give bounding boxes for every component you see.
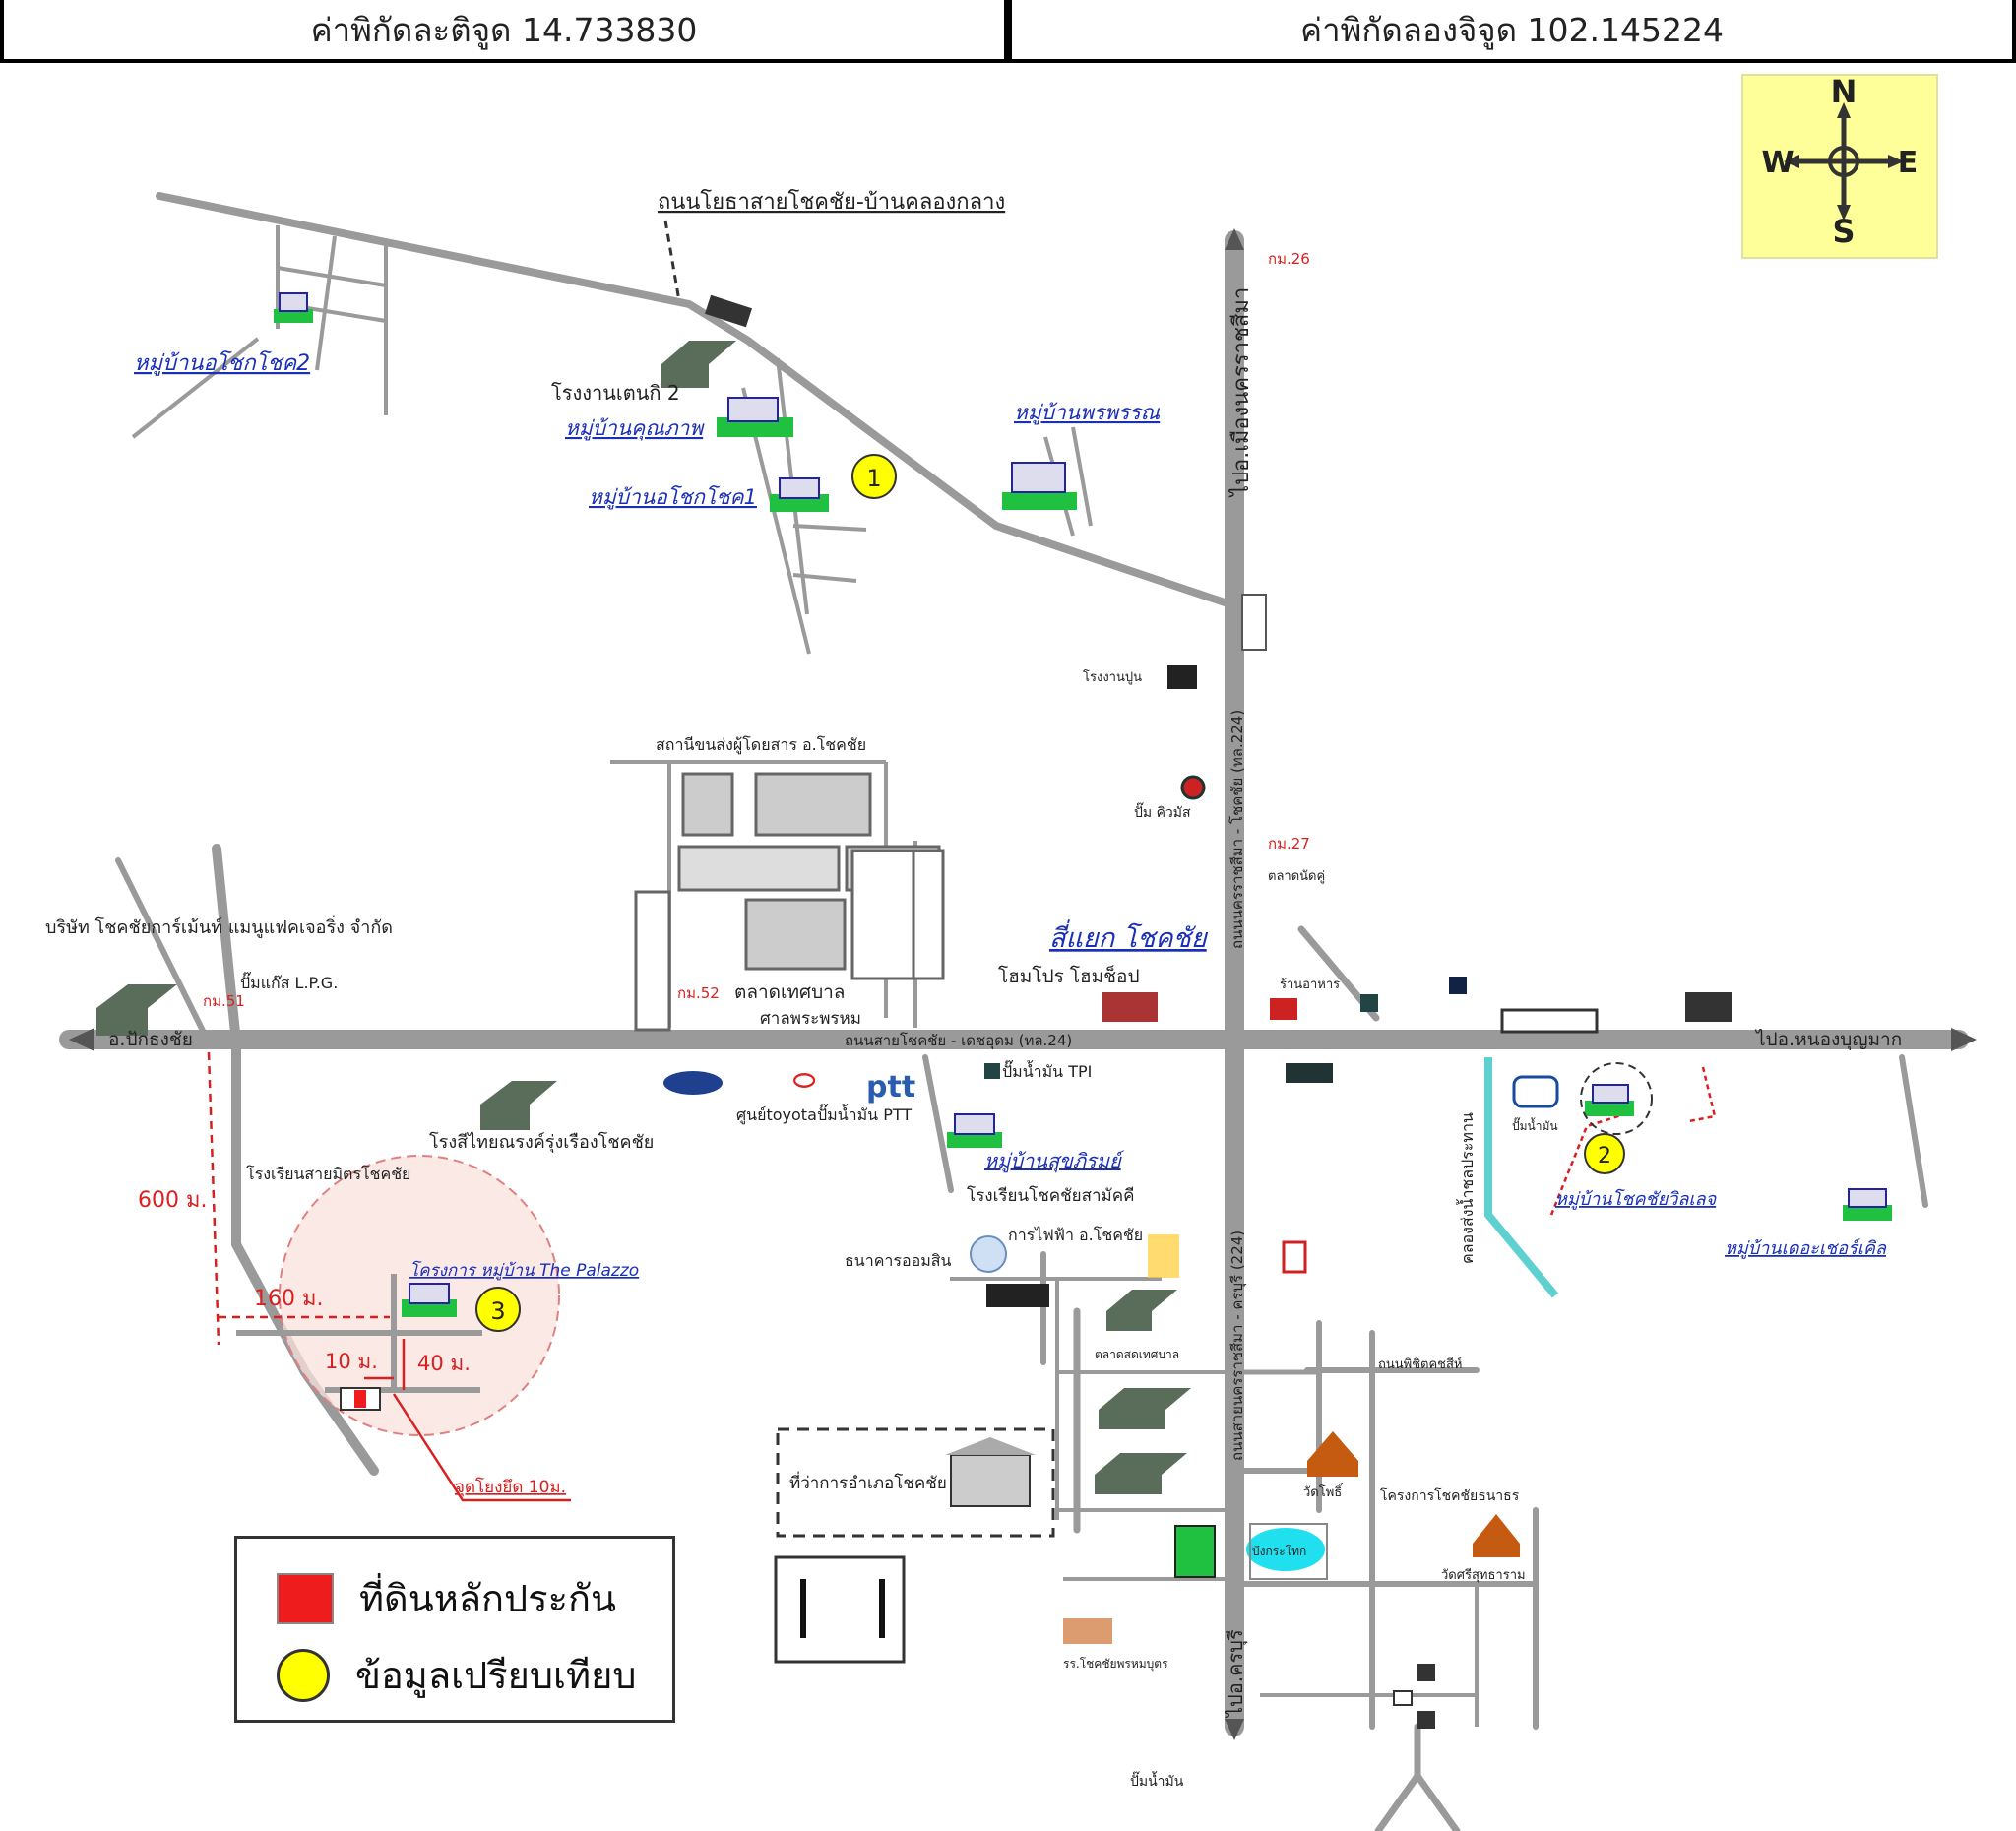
village-khunaphap-label[interactable]: หมู่บ้านคุณภาพ — [565, 416, 705, 441]
bus-station-label: สถานีขนส่งผู้โดยสาร อ.โชคชัย — [656, 735, 866, 755]
intersection-label[interactable]: สี่แยก โชคชัย — [1049, 919, 1209, 954]
road-symbol-box — [774, 1555, 906, 1664]
canal-label: คลองส่งน้ำชลประทาน — [1456, 1112, 1477, 1264]
cement-factory-label: โรงงานปูน — [1083, 669, 1142, 685]
homepro-label: โฮมโปร โฮมช็อป — [998, 964, 1140, 987]
gas-station2-label: ปั๊มน้ำมัน — [1130, 1771, 1184, 1790]
latitude-label: ค่าพิกัดละติจูด 14.733830 — [0, 0, 1008, 59]
compass-s: S — [1832, 213, 1855, 250]
market2-label: ตลาดสดเทศบาล — [1095, 1348, 1179, 1361]
svg-text:⬭: ⬭ — [793, 1066, 816, 1096]
village-house-icons — [274, 292, 1892, 1317]
measure-600-label: 600 ม. — [138, 1188, 207, 1213]
temple-pho-label: วัดโพธิ์ — [1303, 1483, 1344, 1500]
km52-label: กม.52 — [677, 984, 720, 1002]
compass-e: E — [1898, 146, 1919, 180]
to-nongbun-label: ไปอ.หนองบุญมาก — [1754, 1029, 1902, 1051]
market-new-label: ตลาดนัดคู่ — [1268, 869, 1325, 884]
compass-rose: N S W E — [1741, 73, 1938, 259]
village-chokchaivilla-label[interactable]: หมู่บ้านโชคชัยวิลเลจ — [1555, 1188, 1718, 1210]
gas-shop-label: ร้านอาหาร — [1280, 978, 1340, 992]
measure-40-label: 40 ม. — [417, 1352, 471, 1375]
comparison-marker-3[interactable]: 3 — [475, 1287, 521, 1332]
svg-text:2: 2 — [1598, 1144, 1611, 1168]
soi-10-label: จุดโยงยึด 10ม. — [455, 1477, 566, 1497]
comparison-swatch — [277, 1648, 330, 1702]
longitude-label: ค่าพิกัดลองจิจูด 102.145224 — [1008, 0, 2016, 59]
misc-icons: ⬭ ptt — [663, 294, 1732, 1729]
highway224-label: ถนนนครราชสีมา - โชคชัย (ทล.224) — [1228, 710, 1246, 949]
to-pakthongchai-label: อ.ปักธงชัย — [108, 1029, 193, 1050]
svg-text:1: 1 — [866, 465, 881, 492]
factory-icons — [96, 341, 1191, 1494]
comparison-marker-1[interactable]: 1 — [851, 454, 897, 499]
svg-text:ptt: ptt — [866, 1070, 915, 1105]
pond-label: บึงกระโทก — [1252, 1545, 1306, 1558]
measure-160-label: 160 ม. — [254, 1287, 323, 1311]
palazzo-label[interactable]: โครงการ หมู่บ้าน The Palazzo — [410, 1260, 639, 1281]
gas-lpg-label: ปั๊มแก๊ส L.P.G. — [240, 972, 338, 992]
road-arrows — [69, 228, 1977, 1740]
village-chokchai1-label[interactable]: หมู่บ้านอโชกโชค1 — [589, 485, 757, 510]
canal-line — [1484, 1057, 1559, 1298]
km51-label: กม.51 — [203, 992, 245, 1010]
company-label: บริษัท โชคชัยการ์เม้นท์ แมนูแฟคเจอริ่ง จ… — [45, 915, 393, 938]
school-mitr-label: โรงเรียนสายมิตรโชคชัย — [246, 1165, 410, 1183]
legend-collateral-label: ที่ดินหลักประกัน — [359, 1577, 616, 1620]
market-municipal-label: ตลาดเทศบาล — [734, 981, 845, 1003]
measure-10-label: 10 ม. — [325, 1350, 378, 1373]
village-cherry-label[interactable]: หมู่บ้านเดอะเชอร์เคิล — [1725, 1238, 1887, 1259]
bank-label: ธนาคารออมสิน — [845, 1251, 952, 1270]
ptt-station-label: ปั๊มน้ำมัน PTT — [817, 1104, 912, 1124]
comparison-marker-2[interactable]: 2 — [1584, 1133, 1625, 1174]
tpi-station-label: ปั๊มน้ำมัน TPI — [1002, 1060, 1092, 1081]
collateral-plot — [340, 1387, 381, 1411]
legend-comparison-label: ข้อมูลเปรียบเทียบ — [355, 1654, 637, 1697]
coordinate-bar: ค่าพิกัดละติจูด 14.733830 ค่าพิกัดลองจิจ… — [0, 0, 2016, 63]
legend-comparison: ข้อมูลเปรียบเทียบ — [277, 1645, 636, 1705]
main-roads — [59, 192, 1969, 1831]
to-nakhon-label: ไปอ.เมืองนครราชสีมา — [1228, 287, 1254, 498]
north-road-label: ถนนโยธาสายโชคชัย-บ้านคลองกลาง — [658, 189, 1005, 215]
svg-text:3: 3 — [490, 1297, 505, 1325]
toyota-center-label: ศูนย์toyota — [736, 1105, 817, 1125]
village-sukrom-label[interactable]: หมู่บ้านสุขภิรมย์ — [984, 1149, 1125, 1173]
factory-tenkey2-label: โรงงานเตนกิ 2 — [551, 381, 680, 405]
collateral-swatch — [277, 1572, 334, 1624]
rice-mill-label: โรงสีไทยณรงค์รุ่งเรืองโชคชัย — [429, 1131, 654, 1153]
to-khonburi-label: ไปอ.ครบุรี — [1224, 1629, 1248, 1719]
temple-sutthi-label: วัดศรีสุทธาราม — [1441, 1567, 1526, 1583]
road-ekka-label: ถนนพิชิตคชสีห์ — [1378, 1357, 1463, 1372]
highway224b-label: ถนนสายนครราชสีมา - ครบุรี (224) — [1228, 1231, 1247, 1461]
km26-label: กม.26 — [1268, 250, 1310, 268]
school-chokchai-label: โรงเรียนโชคชัยสามัคคี — [967, 1185, 1135, 1206]
map-legend: ที่ดินหลักประกัน ข้อมูลเปรียบเทียบ — [234, 1536, 675, 1723]
village-phonphan-label[interactable]: หมู่บ้านพรพรรณ — [1014, 401, 1161, 425]
village2-dashed-ring — [1580, 1062, 1653, 1135]
shrine-label: ศาลพระพรหม — [760, 1009, 861, 1029]
gas-pump-label: ปั๊ม คิวมัส — [1134, 802, 1191, 821]
hospital-label: รร.โชคชัยพรหมบุตร — [1063, 1657, 1168, 1672]
legend-collateral: ที่ดินหลักประกัน — [277, 1568, 616, 1628]
location-map[interactable]: N S W E — [0, 63, 2016, 1831]
bus-station-block — [634, 772, 945, 1032]
compass-n: N — [1831, 73, 1858, 110]
electricity-label: การไฟฟ้า อ.โชคชัย — [1008, 1226, 1143, 1244]
district-office-label: ที่ว่าการอำเภอโชคชัย — [789, 1471, 947, 1493]
compass-w: W — [1761, 146, 1794, 180]
village-chokchai2-label[interactable]: หมู่บ้านอโชกโชค2 — [134, 350, 310, 376]
esso-label: ปั๊มน้ำมัน — [1512, 1117, 1558, 1133]
highway24-label: ถนนสายโชคชัย - เดชอุดม (ทล.24) — [845, 1032, 1072, 1050]
km27-label: กม.27 — [1268, 835, 1310, 852]
district-office-box — [776, 1427, 1055, 1538]
school-chokchaisanar-label: โครงการโชคชัยธนาธร — [1380, 1487, 1520, 1504]
district-office-icon — [945, 1437, 1036, 1507]
